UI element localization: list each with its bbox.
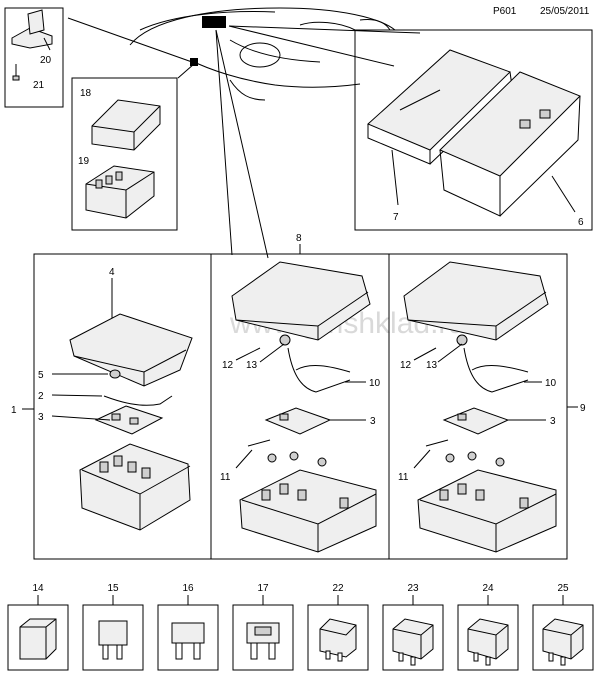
diagram-date: 25/05/2011 — [540, 6, 590, 17]
fuse-box-location-marker — [190, 16, 226, 66]
leader-line — [67, 17, 193, 63]
leader-line — [391, 149, 399, 206]
part-number-label: 17 — [257, 583, 269, 594]
callout-5: 5 — [38, 370, 44, 381]
callout-3-right: 3 — [550, 416, 556, 427]
screw-part — [12, 64, 20, 81]
callout-9: 9 — [580, 403, 586, 414]
panel-1-assembly — [51, 278, 193, 531]
leader-line — [228, 25, 395, 67]
part-frame — [382, 604, 444, 671]
part-micro-relay: 22 — [307, 583, 369, 671]
cover-part-18 — [91, 99, 161, 151]
callout-12-right: 12 — [400, 360, 412, 371]
leader-line — [228, 25, 421, 34]
part-number-label: 22 — [332, 583, 344, 594]
part-number-label: 24 — [482, 583, 494, 594]
detail-box-covers — [354, 29, 593, 231]
diagram-code: P601 — [493, 6, 517, 17]
bracket-part — [11, 9, 53, 51]
part-frame — [307, 604, 369, 671]
base-part-19 — [85, 165, 155, 219]
leader-line — [215, 29, 233, 256]
part-illustration — [467, 618, 509, 666]
part-illustration — [171, 622, 205, 660]
part-illustration — [19, 618, 57, 660]
part-frame — [82, 604, 144, 671]
part-frame — [232, 604, 294, 671]
callout-3-left: 3 — [38, 412, 44, 423]
part-blade-fuse: 16 — [157, 583, 219, 671]
part-illustration — [392, 618, 434, 666]
part-number-label: 25 — [557, 583, 569, 594]
callout-7: 7 — [393, 212, 399, 223]
callout-11-right: 11 — [398, 472, 409, 483]
part-number-label: 23 — [407, 583, 419, 594]
part-frame — [7, 604, 69, 671]
callout-4: 4 — [109, 267, 115, 278]
callout-8: 8 — [296, 233, 302, 244]
leader-line — [215, 29, 269, 259]
part-illustration — [246, 622, 280, 660]
part-number-label: 15 — [107, 583, 119, 594]
callout-3-middle: 3 — [370, 416, 376, 427]
callout-10-right: 10 — [545, 378, 557, 389]
callout-13-middle: 13 — [246, 360, 258, 371]
callout-20: 20 — [40, 55, 52, 66]
part-relay: 23 — [382, 583, 444, 671]
fuse-relay-row: 14 15 16 17 22 23 24 25 — [7, 583, 594, 671]
panel-2-assembly — [231, 261, 377, 553]
part-blade-fuse-window: 17 — [232, 583, 294, 671]
callout-13-right: 13 — [426, 360, 438, 371]
part-illustration — [98, 620, 128, 660]
part-illustration — [319, 618, 357, 662]
detail-box-cover-base — [71, 77, 178, 231]
part-frame — [157, 604, 219, 671]
part-fuse-holder: 14 — [7, 583, 69, 671]
part-mini-fuse: 15 — [82, 583, 144, 671]
box-part-6 — [439, 71, 581, 217]
part-frame — [457, 604, 519, 671]
part-frame — [532, 604, 594, 671]
callout-18: 18 — [80, 88, 92, 99]
callout-19: 19 — [78, 156, 90, 167]
panel-3-assembly — [403, 261, 557, 553]
part-number-label: 16 — [182, 583, 194, 594]
leader-line — [551, 175, 576, 213]
part-illustration — [542, 618, 584, 666]
part-relay: 25 — [532, 583, 594, 671]
part-relay: 24 — [457, 583, 519, 671]
callout-6: 6 — [578, 217, 584, 228]
vehicle-outline — [129, 7, 396, 101]
callout-2: 2 — [38, 391, 44, 402]
callout-11-middle: 11 — [220, 472, 231, 483]
callout-12-middle: 12 — [222, 360, 234, 371]
callout-21: 21 — [33, 80, 45, 91]
callout-1: 1 — [11, 405, 17, 416]
leader-line — [177, 63, 195, 79]
part-number-label: 14 — [32, 583, 44, 594]
detail-box-bracket — [4, 7, 64, 108]
callout-10-middle: 10 — [369, 378, 381, 389]
